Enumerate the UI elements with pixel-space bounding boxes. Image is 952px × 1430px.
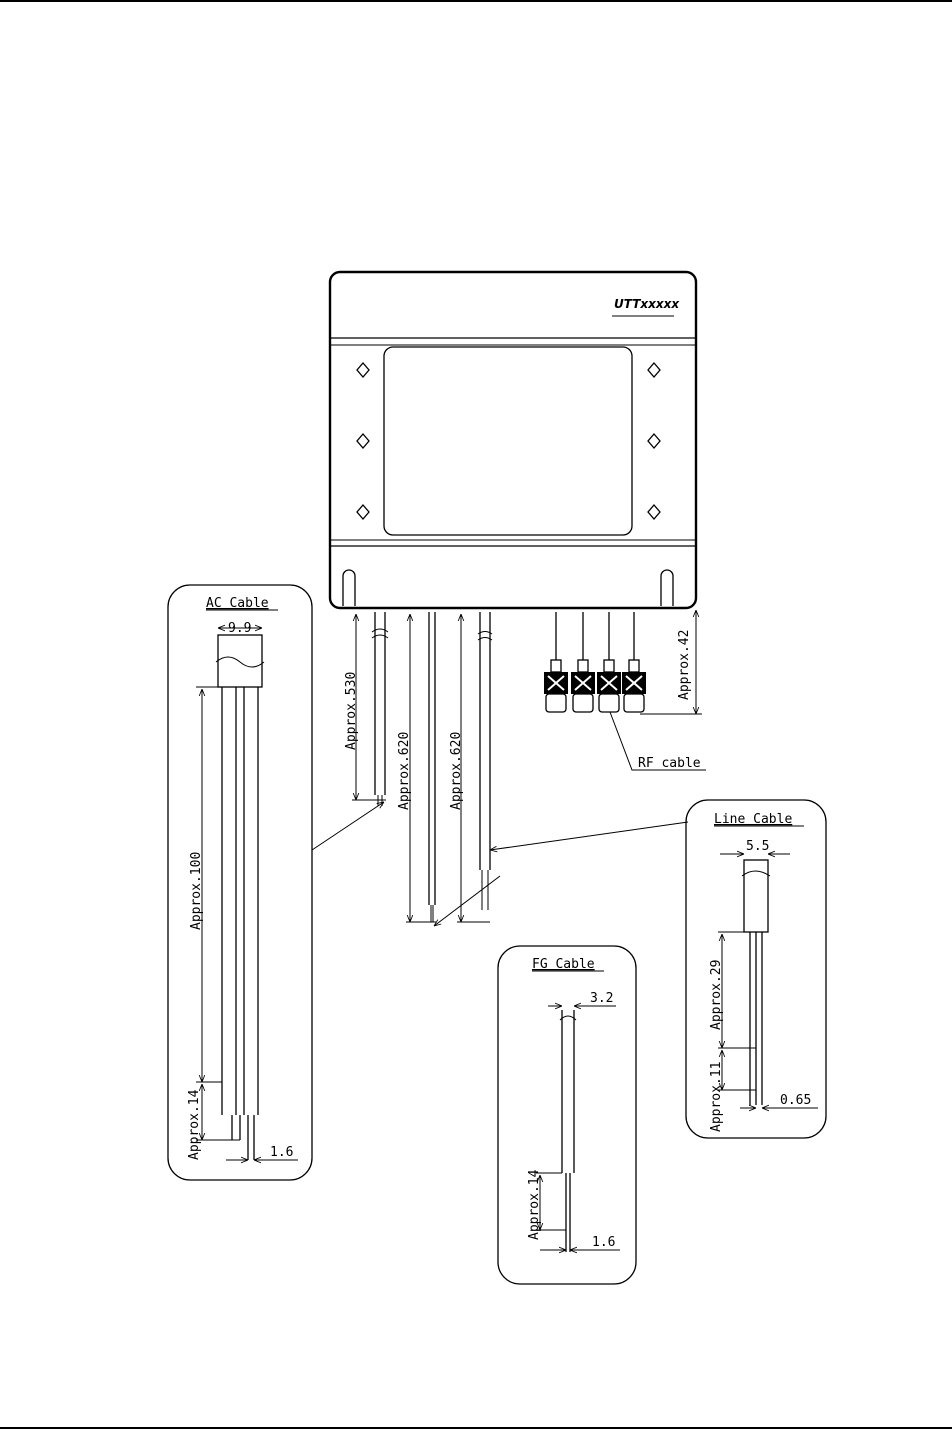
fg-cable-drawing [428, 612, 436, 922]
ac-strip-label: Approx.14 [187, 1089, 202, 1160]
line-cable-drawing [477, 612, 493, 910]
dim-fg-length: Approx.620 [397, 614, 436, 923]
line-width-label: 5.5 [746, 839, 769, 854]
line-strip-label: Approx.11 [709, 1062, 724, 1132]
line-cable-title: Line Cable [714, 812, 792, 827]
dim-ac-length: Approx.530 [344, 614, 386, 801]
dim-rf-length: Approx.42 [640, 610, 702, 715]
fg-leader [434, 875, 501, 926]
fg-cable-title: FG Cable [532, 957, 595, 972]
line-conductor-label: 0.65 [780, 1093, 811, 1108]
line-length-detail: Approx.29 [709, 960, 724, 1030]
ac-cable-title: AC Cable [206, 596, 269, 611]
rf-connectors [544, 612, 646, 713]
line-cable-detail: Line Cable 5.5 Approx.29 Approx.11 0.65 [685, 799, 827, 1139]
ac-length-detail: Approx.100 [189, 852, 204, 930]
device-logo: UTTxxxxx [614, 297, 680, 311]
line-leader [490, 821, 689, 850]
fg-conductor-label: 1.6 [592, 1235, 615, 1250]
ac-width-label: 9.9 [228, 621, 251, 636]
ac-conductor-label: 1.6 [270, 1145, 293, 1160]
ac-cable-detail: AC Cable 9.9 Approx.100 Approx.14 1.6 [167, 584, 313, 1181]
rf-cable-callout: RF cable [609, 711, 706, 771]
device-body: UTTxxxxx [328, 270, 698, 610]
ac-cable-drawing [371, 612, 389, 806]
fg-strip-label: Approx.14 [527, 1169, 542, 1240]
fg-length-label: Approx.620 [397, 732, 412, 810]
mount-holes [356, 362, 661, 520]
rf-cable-label: RF cable [638, 756, 701, 771]
rf-length-label: Approx.42 [677, 630, 692, 700]
line-length-label: Approx.620 [449, 732, 464, 810]
dim-line-length: Approx.620 [449, 614, 490, 923]
fg-width-label: 3.2 [590, 991, 613, 1006]
ac-length-label: Approx.530 [344, 672, 359, 750]
feet [342, 569, 674, 606]
fg-cable-detail: FG Cable 3.2 Approx.14 1.6 [497, 945, 637, 1285]
device-panel [383, 346, 633, 536]
ac-leader [311, 802, 384, 851]
